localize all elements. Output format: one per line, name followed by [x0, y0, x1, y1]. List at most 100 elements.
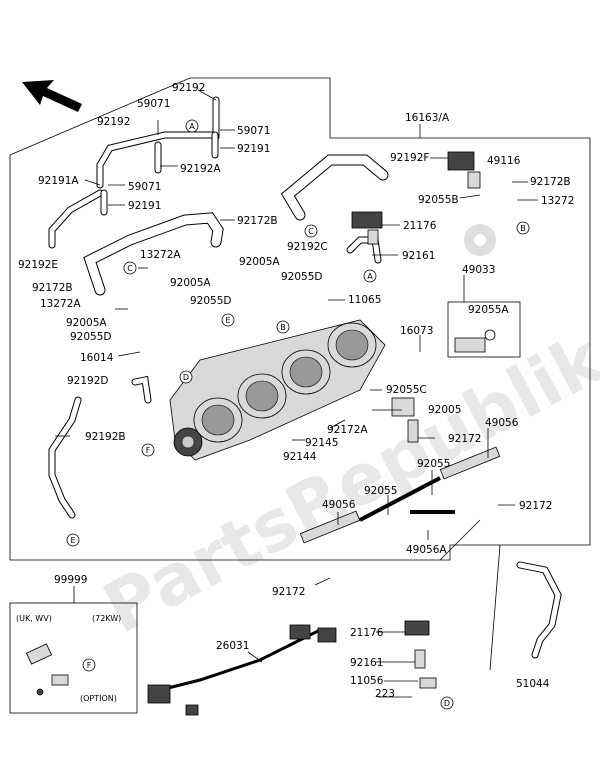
label-59071-b: 59071	[237, 125, 270, 137]
main-frame	[9, 77, 591, 561]
leader-lines	[55, 89, 538, 698]
vacuum-hoses	[48, 96, 220, 249]
label-11056: 11056	[350, 675, 384, 687]
sensor-49116	[447, 151, 481, 189]
inset-parts	[25, 643, 69, 696]
label-92192A: 92192A	[180, 163, 221, 175]
ref-marker-D2: D	[440, 696, 454, 710]
ref-marker-A1: A	[185, 119, 199, 133]
label-92005A-mid: 92005A	[170, 277, 211, 289]
label-92172B-right: 92172B	[530, 176, 571, 188]
svg-text:A: A	[189, 122, 195, 131]
inset-texts: (UK, WV) (72KW) (OPTION)	[16, 614, 121, 703]
ref-marker-D1: D	[179, 370, 193, 384]
hose-92192B	[48, 396, 82, 519]
label-92161-top: 92161	[402, 250, 435, 262]
label-92055-left: 92055	[364, 485, 397, 497]
pressure-regulator-92005	[391, 397, 419, 443]
label-92145: 92145	[305, 437, 338, 449]
label-92192F: 92192F	[390, 152, 429, 164]
main-frame-edge	[9, 77, 191, 156]
label-92191A: 92191A	[38, 175, 79, 187]
svg-text:B: B	[520, 224, 526, 233]
ref-marker-B2: B	[276, 320, 290, 334]
label-92172B-mid: 92172B	[237, 215, 278, 227]
label-92172B-left: 92172B	[32, 282, 73, 294]
svg-text:F: F	[146, 446, 151, 455]
svg-text:D: D	[444, 699, 450, 708]
svg-text:E: E	[70, 536, 75, 545]
label-92191-b: 92191	[128, 200, 161, 212]
ref-marker-C1: C	[304, 224, 318, 238]
label-223: 223	[375, 688, 395, 700]
inset-region: (UK, WV)	[16, 614, 52, 623]
air-hose-92192E	[83, 212, 224, 296]
label-99999: 99999	[54, 574, 87, 586]
option-inset-box	[9, 602, 138, 714]
label-92005A-left: 92005A	[66, 317, 107, 329]
label-92055C: 92055C	[386, 384, 427, 396]
label-92192E: 92192E	[18, 259, 58, 271]
svg-text:D: D	[183, 373, 189, 382]
label-49033: 49033	[462, 264, 495, 276]
label-92055D-left: 92055D	[70, 331, 112, 343]
label-92055D-top: 92055D	[281, 271, 323, 283]
label-92192B: 92192B	[85, 431, 126, 443]
label-92192C: 92192C	[287, 241, 328, 253]
label-51044: 51044	[516, 678, 550, 690]
label-92055A: 92055A	[468, 304, 509, 316]
reference-markers: A C B A C E B D F E F D	[66, 119, 530, 710]
label-16163A: 16163/A	[405, 112, 450, 124]
label-92161-bottom: 92161	[350, 657, 383, 669]
ref-marker-E2: E	[66, 533, 80, 547]
air-hose-92192F	[280, 154, 389, 221]
fuel-delivery-pipe-49056	[299, 446, 501, 544]
label-59071-c: 59071	[128, 181, 161, 193]
throttle-body-assembly	[169, 319, 386, 461]
label-92005A-top: 92005A	[239, 256, 280, 268]
svg-text:B: B	[280, 323, 286, 332]
label-16014: 16014	[80, 352, 114, 364]
label-21176-bottom: 21176	[350, 627, 384, 639]
sensor-21176-lower	[404, 620, 437, 689]
ref-marker-F1: F	[141, 443, 155, 457]
sensor-21176	[351, 211, 383, 245]
hose-51044	[516, 561, 562, 659]
label-92172-bottom: 92172	[272, 586, 305, 598]
inset-note: (OPTION)	[80, 694, 117, 703]
ref-marker-B1: B	[516, 221, 530, 235]
label-92172A: 92172A	[327, 424, 368, 436]
label-13272: 13272	[541, 195, 574, 207]
label-92192-left: 92192	[97, 116, 130, 128]
wiring-harness-26031	[147, 624, 337, 716]
part-labels: 92192 59071 92192 59071 92191 92192A 921…	[18, 82, 574, 700]
label-59071-a: 59071	[137, 98, 170, 110]
label-92055B: 92055B	[418, 194, 459, 206]
hose-92192D	[131, 375, 152, 404]
ref-marker-F2: F	[82, 658, 96, 672]
inset-code: (72KW)	[92, 614, 121, 623]
label-49056-left: 49056	[322, 499, 356, 511]
label-49056A: 49056A	[406, 544, 447, 556]
ref-marker-A2: A	[363, 269, 377, 283]
svg-text:E: E	[225, 316, 230, 325]
ref-marker-C2: C	[123, 261, 137, 275]
gear-watermark-icon	[464, 224, 496, 256]
front-direction-arrow-icon	[22, 80, 82, 112]
label-13272A-top: 13272A	[140, 249, 181, 261]
svg-text:F: F	[87, 661, 92, 670]
label-49116: 49116	[487, 155, 521, 167]
hose-92192C	[346, 236, 382, 264]
label-26031: 26031	[216, 640, 249, 652]
label-13272A-left: 13272A	[40, 298, 81, 310]
label-16073: 16073	[400, 325, 433, 337]
label-11065: 11065	[348, 294, 381, 306]
label-92172-mid: 92172	[448, 433, 481, 445]
label-92005: 92005	[428, 404, 461, 416]
label-92192-top: 92192	[172, 82, 205, 94]
fitting-49033	[454, 329, 496, 353]
label-92192D: 92192D	[67, 375, 109, 387]
label-92144: 92144	[283, 451, 317, 463]
svg-text:C: C	[127, 264, 133, 273]
